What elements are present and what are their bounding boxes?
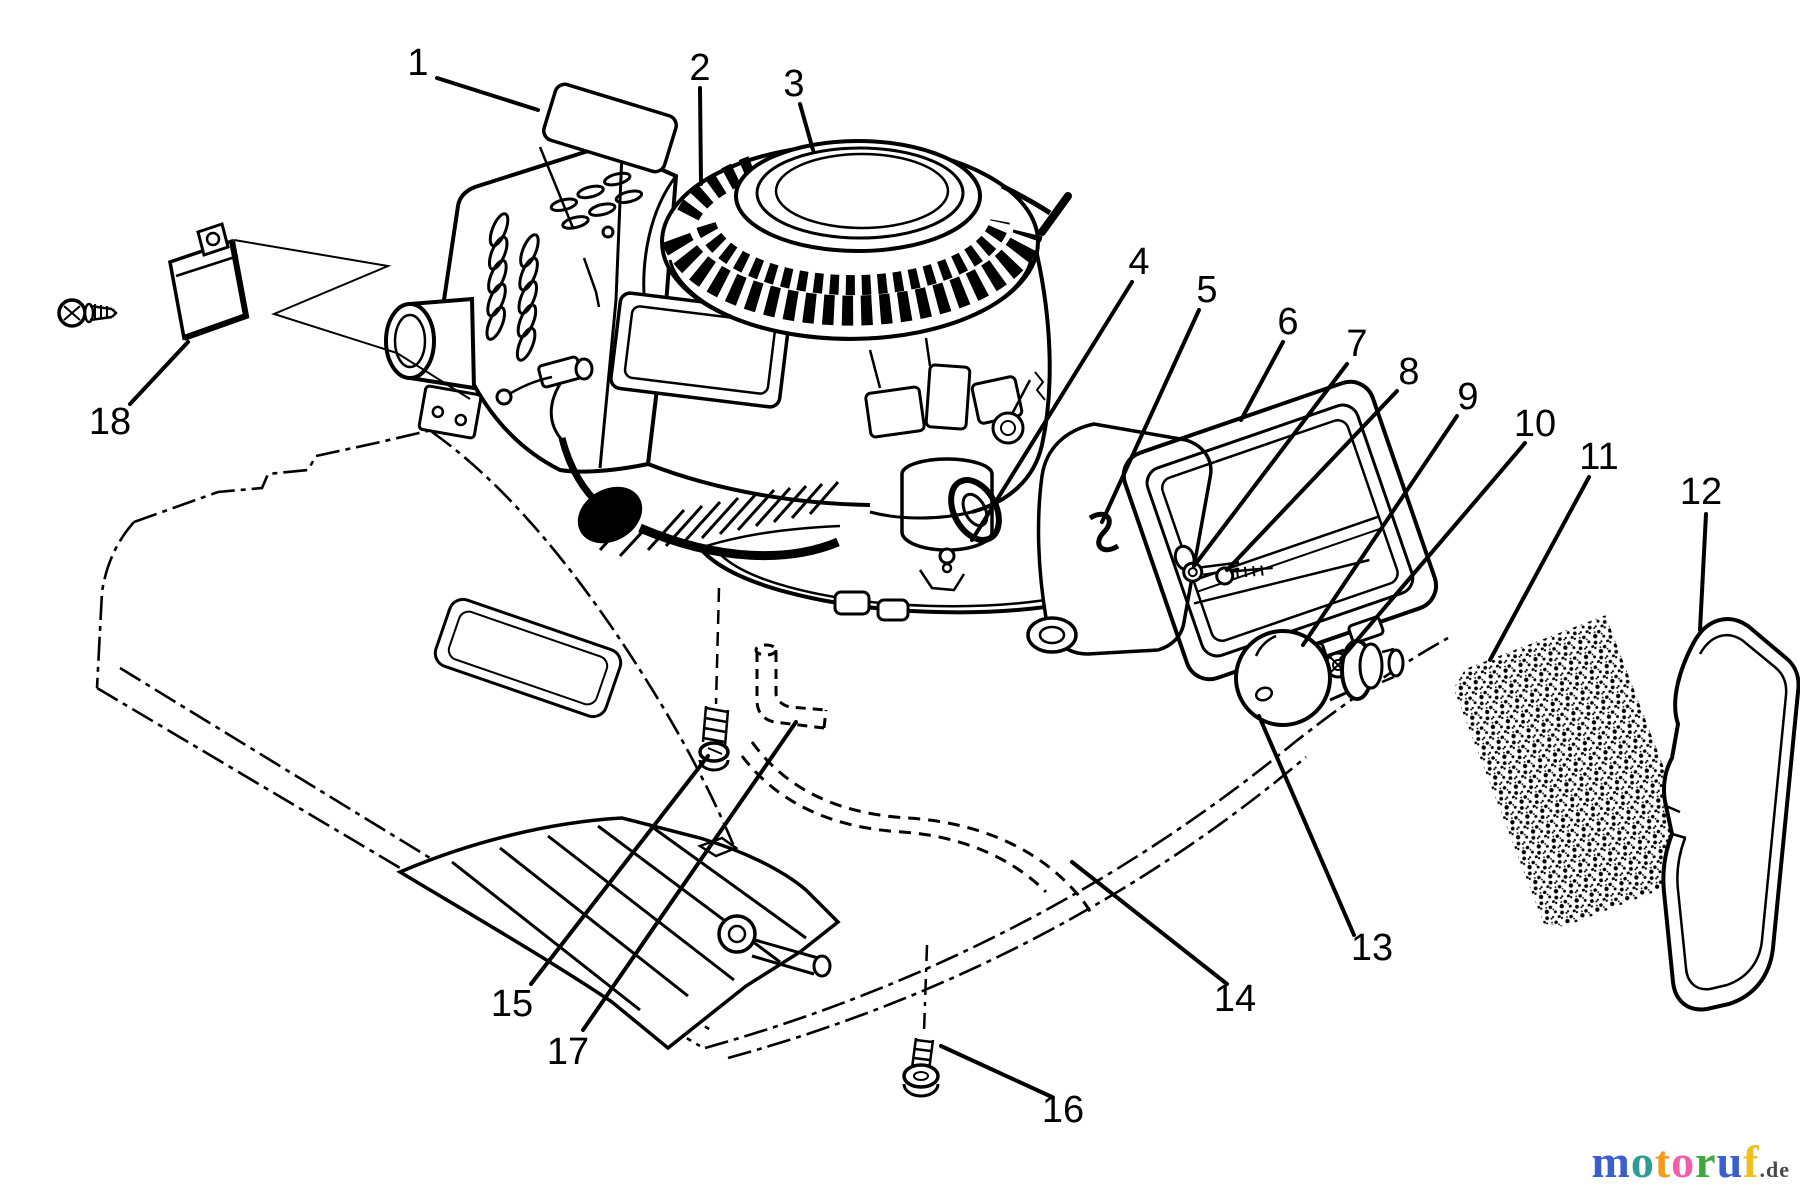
callout-number-15: 15 bbox=[491, 983, 533, 1025]
cooling-fins bbox=[598, 481, 840, 558]
watermark-letter: t bbox=[1654, 1136, 1672, 1187]
callout-leader-13 bbox=[1257, 714, 1356, 937]
spark-plug-wire bbox=[549, 383, 840, 561]
callout-number-18: 18 bbox=[89, 401, 131, 443]
starter-rope-handle bbox=[1000, 183, 1072, 236]
callout-number-2: 2 bbox=[689, 47, 710, 89]
mounting-screw-16 bbox=[902, 944, 940, 1098]
callout-leader-15 bbox=[529, 754, 710, 986]
bracket-pointer-zigzag bbox=[233, 239, 471, 400]
watermark-letter: m bbox=[1591, 1136, 1631, 1187]
callout-leader-11 bbox=[1488, 475, 1591, 662]
callout-number-3: 3 bbox=[783, 63, 804, 105]
callout-leader-5 bbox=[1100, 308, 1201, 524]
housing-rod bbox=[1193, 558, 1370, 605]
muffler bbox=[384, 296, 483, 440]
callout-number-1: 1 bbox=[407, 42, 428, 84]
cooling-slots-outer bbox=[661, 228, 1043, 326]
callout-number-7: 7 bbox=[1346, 323, 1367, 365]
callout-leader-2 bbox=[698, 86, 703, 186]
callout-number-10: 10 bbox=[1514, 403, 1556, 445]
callout-number-14: 14 bbox=[1214, 978, 1256, 1020]
housing-bolt-8 bbox=[1215, 565, 1273, 586]
callout-number-17: 17 bbox=[547, 1031, 589, 1073]
watermark-logo: motoruf.de bbox=[1592, 1139, 1791, 1185]
callout-leader-4 bbox=[970, 280, 1134, 542]
callout-leader-6 bbox=[1239, 340, 1285, 422]
watermark-letter: u bbox=[1716, 1136, 1744, 1187]
air-cleaner-body bbox=[1026, 422, 1213, 656]
body-port bbox=[1026, 616, 1078, 654]
bracket-18 bbox=[57, 222, 471, 400]
callout-number-16: 16 bbox=[1042, 1089, 1084, 1131]
wheel-boss-outer bbox=[717, 914, 757, 954]
callout-leader-12 bbox=[1698, 512, 1708, 632]
engine-assembly bbox=[384, 139, 1180, 622]
decal-placement-line bbox=[538, 146, 601, 308]
callout-leader-3 bbox=[798, 102, 815, 152]
deck-rear-arc-inner bbox=[727, 756, 1307, 1060]
watermark-letter: f bbox=[1743, 1136, 1760, 1187]
callout-number-8: 8 bbox=[1398, 351, 1419, 393]
blower-housing bbox=[660, 139, 1052, 520]
callout-number-6: 6 bbox=[1277, 301, 1298, 343]
wheel-boss-inner bbox=[727, 924, 747, 944]
cooling-slots-inner bbox=[696, 218, 1010, 296]
carburetor bbox=[864, 337, 1046, 574]
callout-leader-8 bbox=[1225, 389, 1399, 572]
fuel-hose bbox=[740, 741, 1094, 917]
blade-housing-arc bbox=[431, 430, 768, 941]
callout-leader-7 bbox=[1192, 362, 1349, 568]
spark-plug bbox=[495, 355, 594, 406]
deck-opening bbox=[433, 597, 623, 719]
deck-top-edge bbox=[133, 428, 433, 524]
housing-screw-7 bbox=[1182, 561, 1240, 583]
watermark-letter: r bbox=[1695, 1136, 1717, 1187]
watermark-letters: motoruf bbox=[1592, 1136, 1760, 1187]
callout-number-5: 5 bbox=[1196, 269, 1217, 311]
watermark-letter: o bbox=[1671, 1136, 1696, 1187]
axle-flange bbox=[812, 954, 832, 978]
callout-number-9: 9 bbox=[1457, 376, 1478, 418]
callout-leader-14 bbox=[1070, 860, 1229, 986]
callout-leader-9 bbox=[1301, 414, 1459, 647]
deck-rear-arc-outer bbox=[704, 636, 1449, 1050]
mounting-screw-15 bbox=[698, 587, 730, 772]
bracket-screw bbox=[57, 298, 118, 328]
deck-left-edge bbox=[95, 521, 135, 689]
body-mark bbox=[1088, 511, 1120, 553]
plug-boot bbox=[577, 486, 643, 544]
breather-elbow bbox=[754, 643, 828, 730]
callout-leader-18 bbox=[128, 340, 190, 406]
engine-vents bbox=[485, 171, 644, 362]
callout-number-11: 11 bbox=[1579, 436, 1618, 478]
foam-filter-element bbox=[1453, 615, 1705, 927]
callout-leader-10 bbox=[1339, 441, 1527, 661]
callout-number-12: 12 bbox=[1680, 471, 1722, 513]
axle-arm bbox=[751, 938, 819, 976]
callout-leader-16 bbox=[939, 1044, 1054, 1099]
watermark-letter: o bbox=[1630, 1136, 1655, 1187]
decal-label bbox=[538, 82, 678, 308]
callout-leader-1 bbox=[435, 76, 540, 112]
callout-number-13: 13 bbox=[1351, 927, 1393, 969]
callout-number-4: 4 bbox=[1128, 241, 1149, 283]
watermark-tld: .de bbox=[1759, 1157, 1790, 1182]
filter-cover bbox=[1661, 617, 1800, 1012]
callout-leader-17 bbox=[581, 720, 798, 1032]
rear-deck-panel bbox=[396, 816, 841, 1051]
